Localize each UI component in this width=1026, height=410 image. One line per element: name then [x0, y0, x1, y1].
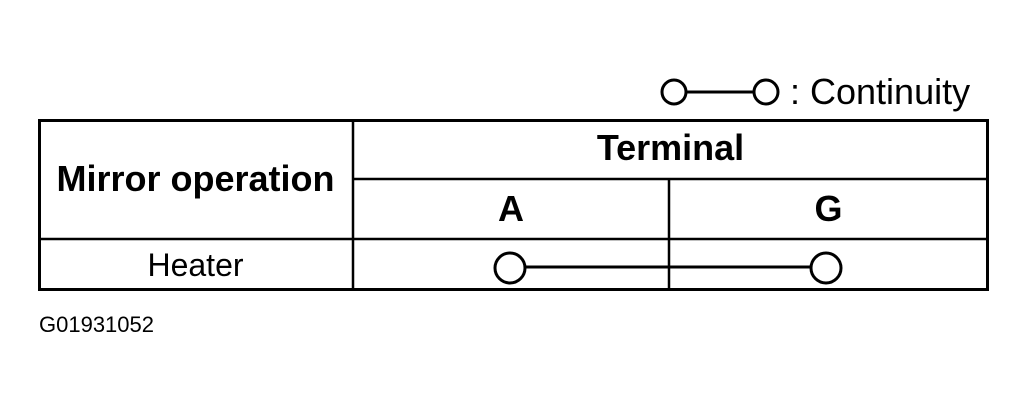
terminal-a-header: A [498, 188, 524, 229]
continuity-legend-icon [660, 78, 780, 106]
legend: : Continuity [658, 70, 970, 114]
terminal-header: Terminal [596, 127, 745, 168]
heater-row-label: Heater [147, 247, 244, 283]
heater-continuity-connector [493, 251, 843, 285]
legend-label: : Continuity [790, 71, 971, 112]
terminal-g-header: G [814, 188, 843, 229]
terminal-g-node [809, 251, 843, 285]
continuity-table: Mirror operation Terminal A G Heater [38, 119, 989, 291]
table-grid [38, 119, 989, 291]
terminal-a-node [493, 251, 527, 285]
figure-id: G01931052 [39, 312, 154, 337]
mirror-operation-header: Mirror operation [56, 158, 335, 199]
